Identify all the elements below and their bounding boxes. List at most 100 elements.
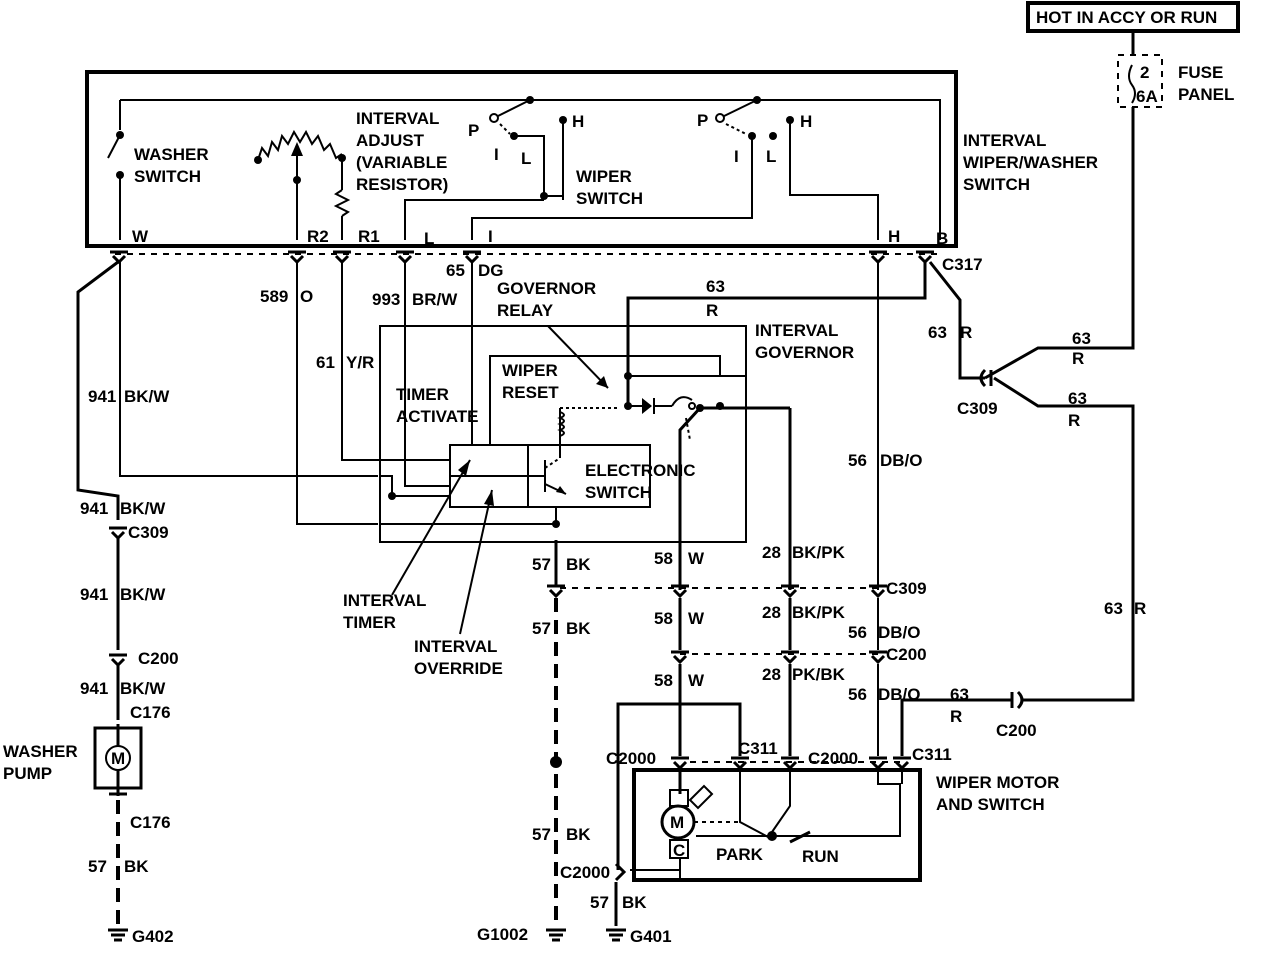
washer-switch-label-1: WASHER <box>134 145 209 164</box>
wire-label: 57 <box>88 857 107 876</box>
ground-g401-label: G401 <box>630 927 672 946</box>
wire-589 <box>296 262 378 525</box>
wire-label: 56 <box>848 623 867 642</box>
wire-label: BK/PK <box>792 543 846 562</box>
wire-label: 56 <box>848 685 867 704</box>
wiper-motor-and-switch: WIPER MOTOR AND SWITCH C2000 C311 C2000 … <box>606 702 1059 882</box>
connector-c317-label: C317 <box>942 255 983 274</box>
wire-label: BK/PK <box>792 603 846 622</box>
interval-override-label-1: INTERVAL <box>414 637 497 656</box>
switch-title-1: INTERVAL <box>963 131 1046 150</box>
connector-label: C200 <box>886 645 927 664</box>
connector-c309-power <box>979 368 993 388</box>
terminal-h: H <box>888 227 900 246</box>
wiper-pos-i: I <box>494 145 499 164</box>
wire-label: 589 <box>260 287 288 306</box>
ground-g1002-icon <box>546 928 566 942</box>
wire-label: 63 <box>950 685 969 704</box>
power-source-label: HOT IN ACCY OR RUN <box>1036 8 1217 27</box>
connector-label: C176 <box>130 813 171 832</box>
wire-label: 56 <box>848 451 867 470</box>
interval-adjust-3: (VARIABLE <box>356 153 447 172</box>
interval-adjust-1: INTERVAL <box>356 109 439 128</box>
wire-label: PK/BK <box>792 665 846 684</box>
wire-label: 57 <box>590 893 609 912</box>
wiper-switch-label-1: WIPER <box>576 167 632 186</box>
wire-label: BK <box>566 555 591 574</box>
fuse-number: 2 <box>1140 63 1149 82</box>
wiper-pos-p-2: P <box>697 111 708 130</box>
interval-timer-label-1: INTERVAL <box>343 591 426 610</box>
wire-label: 941 <box>88 387 116 406</box>
wire-label: 61 <box>316 353 335 372</box>
wire-label: W <box>688 671 705 690</box>
governor-title-1: INTERVAL <box>755 321 838 340</box>
wire-61 <box>341 262 450 461</box>
wiper-switch-label-2: SWITCH <box>576 189 643 208</box>
wire-label: BK <box>124 857 149 876</box>
connector-c200-power-pin <box>1010 690 1024 710</box>
wire-993 <box>404 262 450 487</box>
wire-label: R <box>1072 349 1084 368</box>
wiper-pos-p: P <box>468 121 479 140</box>
wire-label: 941 <box>80 585 108 604</box>
interval-override-label-2: OVERRIDE <box>414 659 503 678</box>
wire-label: 65 <box>446 261 465 280</box>
wire-label: DB/O <box>878 623 921 642</box>
wiper-pos-l-2: L <box>766 147 776 166</box>
wire-label: 941 <box>80 499 108 518</box>
governor-title-2: GOVERNOR <box>755 343 854 362</box>
wire-label: Y/R <box>346 353 374 372</box>
connector-label: C309 <box>886 579 927 598</box>
wire-label: DG <box>478 261 504 280</box>
wire-63-motor-feed <box>993 376 1135 702</box>
interval-adjust-4: RESISTOR) <box>356 175 448 194</box>
wire-label: 58 <box>654 671 673 690</box>
wire-63-governor <box>626 262 927 408</box>
wire-label: 57 <box>532 825 551 844</box>
wire-63-fuse-feed <box>984 107 1135 380</box>
wire-label: 63 <box>928 323 947 342</box>
connector-c200-washer-pin <box>109 653 127 668</box>
ground-g401-icon <box>606 928 626 942</box>
washer-pump: M WASHER PUMP <box>3 724 143 796</box>
interval-timer-label-2: TIMER <box>343 613 396 632</box>
wire-label: 57 <box>532 555 551 574</box>
wire-63-c309 <box>928 261 985 380</box>
connector-label: C200 <box>996 721 1037 740</box>
wiper-run-label: RUN <box>802 847 839 866</box>
wire-label: BK/W <box>120 499 166 518</box>
wire-941 <box>76 260 120 520</box>
wire-label: BK <box>622 893 647 912</box>
electronic-switch-label-2: SWITCH <box>585 483 652 502</box>
wire-label: BK <box>566 619 591 638</box>
washer-switch-label-2: SWITCH <box>134 167 201 186</box>
wire-label: R <box>706 301 718 320</box>
wire-label: 57 <box>532 619 551 638</box>
fuse-panel-label-2: PANEL <box>1178 85 1234 104</box>
connector-label: C309 <box>128 523 169 542</box>
wiper-park-label: PARK <box>716 845 764 864</box>
wire-label: BK/W <box>120 585 166 604</box>
wire-label: BR/W <box>412 290 458 309</box>
wire-label: W <box>688 549 705 568</box>
wire-label: 58 <box>654 609 673 628</box>
wire-label: DB/O <box>880 451 923 470</box>
power-source-box: HOT IN ACCY OR RUN <box>1026 1 1240 33</box>
fuse-panel-label-1: FUSE <box>1178 63 1223 82</box>
connector-c309-washer-pin <box>109 526 127 541</box>
wiper-pos-l: L <box>521 149 531 168</box>
wire-label: 28 <box>762 603 781 622</box>
connector-label: C176 <box>130 703 171 722</box>
ground-g1002-label: G1002 <box>477 925 528 944</box>
terminal-l: L <box>424 229 434 248</box>
wire-label: 941 <box>80 679 108 698</box>
wire-label: R <box>1134 599 1146 618</box>
terminal-r1: R1 <box>358 227 380 246</box>
connector-label: C2000 <box>606 749 656 768</box>
wire-label: 63 <box>706 277 725 296</box>
wiper-pos-i-2: I <box>734 147 739 166</box>
connector-label: C2000 <box>808 749 858 768</box>
wire-label: BK/W <box>124 387 170 406</box>
